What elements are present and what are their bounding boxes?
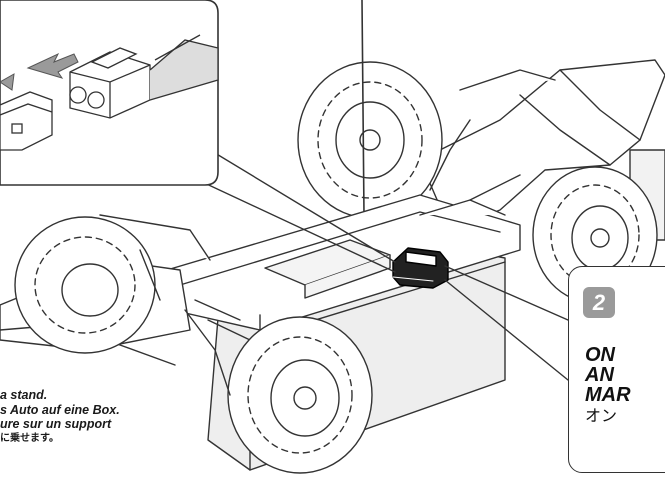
arrow-icon	[0, 52, 79, 91]
connector-female	[0, 91, 53, 151]
rear-left-tire	[297, 61, 443, 219]
step-number-badge: 2	[583, 287, 615, 318]
front-left-tire	[14, 216, 156, 354]
step-labels: ON AN MAR オン	[585, 345, 631, 427]
step-callout-line	[444, 265, 569, 321]
step-label-jp: オン	[585, 406, 618, 425]
step-panel: 2 ON AN MAR オン	[568, 266, 665, 473]
caption-line-fr: ure sur un support	[0, 417, 112, 431]
step-label-de: AN	[585, 364, 614, 386]
stand-instruction-text: a stand. s Auto auf eine Box. ure sur un…	[0, 388, 170, 445]
connector-zoom-box	[0, 0, 219, 186]
step-callout-line-2	[444, 279, 569, 381]
callout-line-upper	[209, 149, 396, 263]
front-right-tire	[227, 316, 373, 474]
caption-line-en: a stand.	[0, 388, 48, 402]
step-label-fr: MAR	[585, 384, 631, 406]
connector-male	[69, 34, 219, 119]
switch-unit	[392, 247, 449, 289]
caption-line-jp: に乗せます。	[0, 432, 59, 444]
antenna	[361, 0, 365, 216]
callout-line-lower	[197, 179, 396, 273]
step-label-en: ON	[585, 344, 615, 366]
suspension	[139, 119, 521, 396]
rear-frame	[419, 59, 665, 241]
caption-line-de: s Auto auf eine Box.	[0, 402, 120, 417]
battery-tray	[264, 239, 391, 299]
